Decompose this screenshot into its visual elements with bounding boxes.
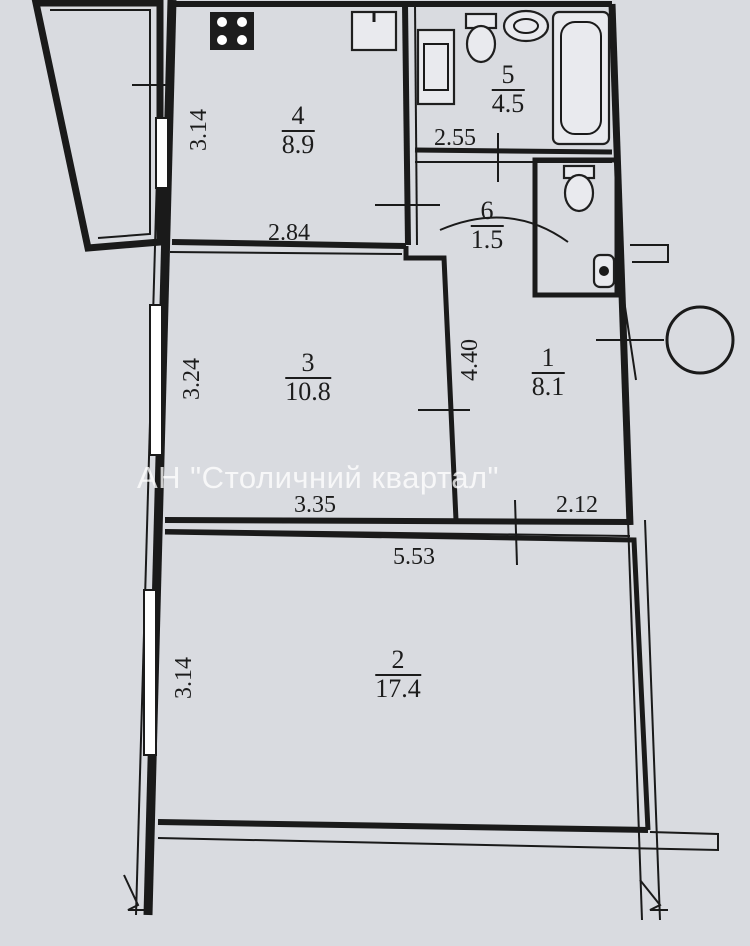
toilet-icon [464,12,498,64]
dim-bedroom-width: 3.35 [294,492,336,518]
dim-kitchen-width: 2.84 [268,220,310,246]
room-6-area: 1.5 [470,225,504,254]
room-6-number: 6 [470,198,504,227]
room-4-number: 4 [281,103,315,132]
dim-bedroom-depth: 3.24 [179,358,205,400]
agency-watermark: АН "Столичний квартал" [137,460,500,495]
room-5-number: 5 [491,62,525,91]
room-1-area: 8.1 [531,372,565,401]
dim-living-depth: 3.14 [171,657,197,699]
window-kitchen [155,117,169,189]
washbasin-icon [502,9,550,43]
outer-wall-right [608,3,634,526]
room-3-area: 10.8 [285,377,331,406]
room-5-label: 5 4.5 [491,62,525,118]
room-4-area: 8.9 [281,130,315,159]
living-bottom-wall [157,819,649,833]
dim-hall-width: 2.12 [556,492,598,518]
room-3-number: 3 [285,350,331,379]
window-bedroom [149,304,163,456]
entrance-marker [665,305,735,375]
wc-toilet-icon [562,164,596,213]
room-6-label: 6 1.5 [470,198,504,254]
room-2-number: 2 [375,647,421,676]
washing-machine-icon [416,28,456,106]
room-5-area: 4.5 [491,89,525,118]
room-1-number: 1 [531,345,565,374]
room-2-label: 2 17.4 [375,647,421,702]
stove-icon [210,12,254,50]
dim-kitchen-depth: 3.14 [186,109,212,151]
balcony [31,0,164,252]
dim-living-width: 5.53 [393,544,435,570]
room-3-label: 3 10.8 [285,350,331,405]
window-living [143,589,157,756]
kitchen-sink-icon [350,10,398,52]
bathtub-icon [551,10,611,146]
dim-bath-width: 2.55 [434,125,476,151]
room-2-area: 17.4 [375,674,421,703]
wc-basin-icon [592,253,616,289]
room-1-label: 1 8.1 [531,345,565,401]
room-4-label: 4 8.9 [281,103,315,159]
dim-hall-length: 4.40 [457,339,483,381]
wc-room [532,157,620,298]
